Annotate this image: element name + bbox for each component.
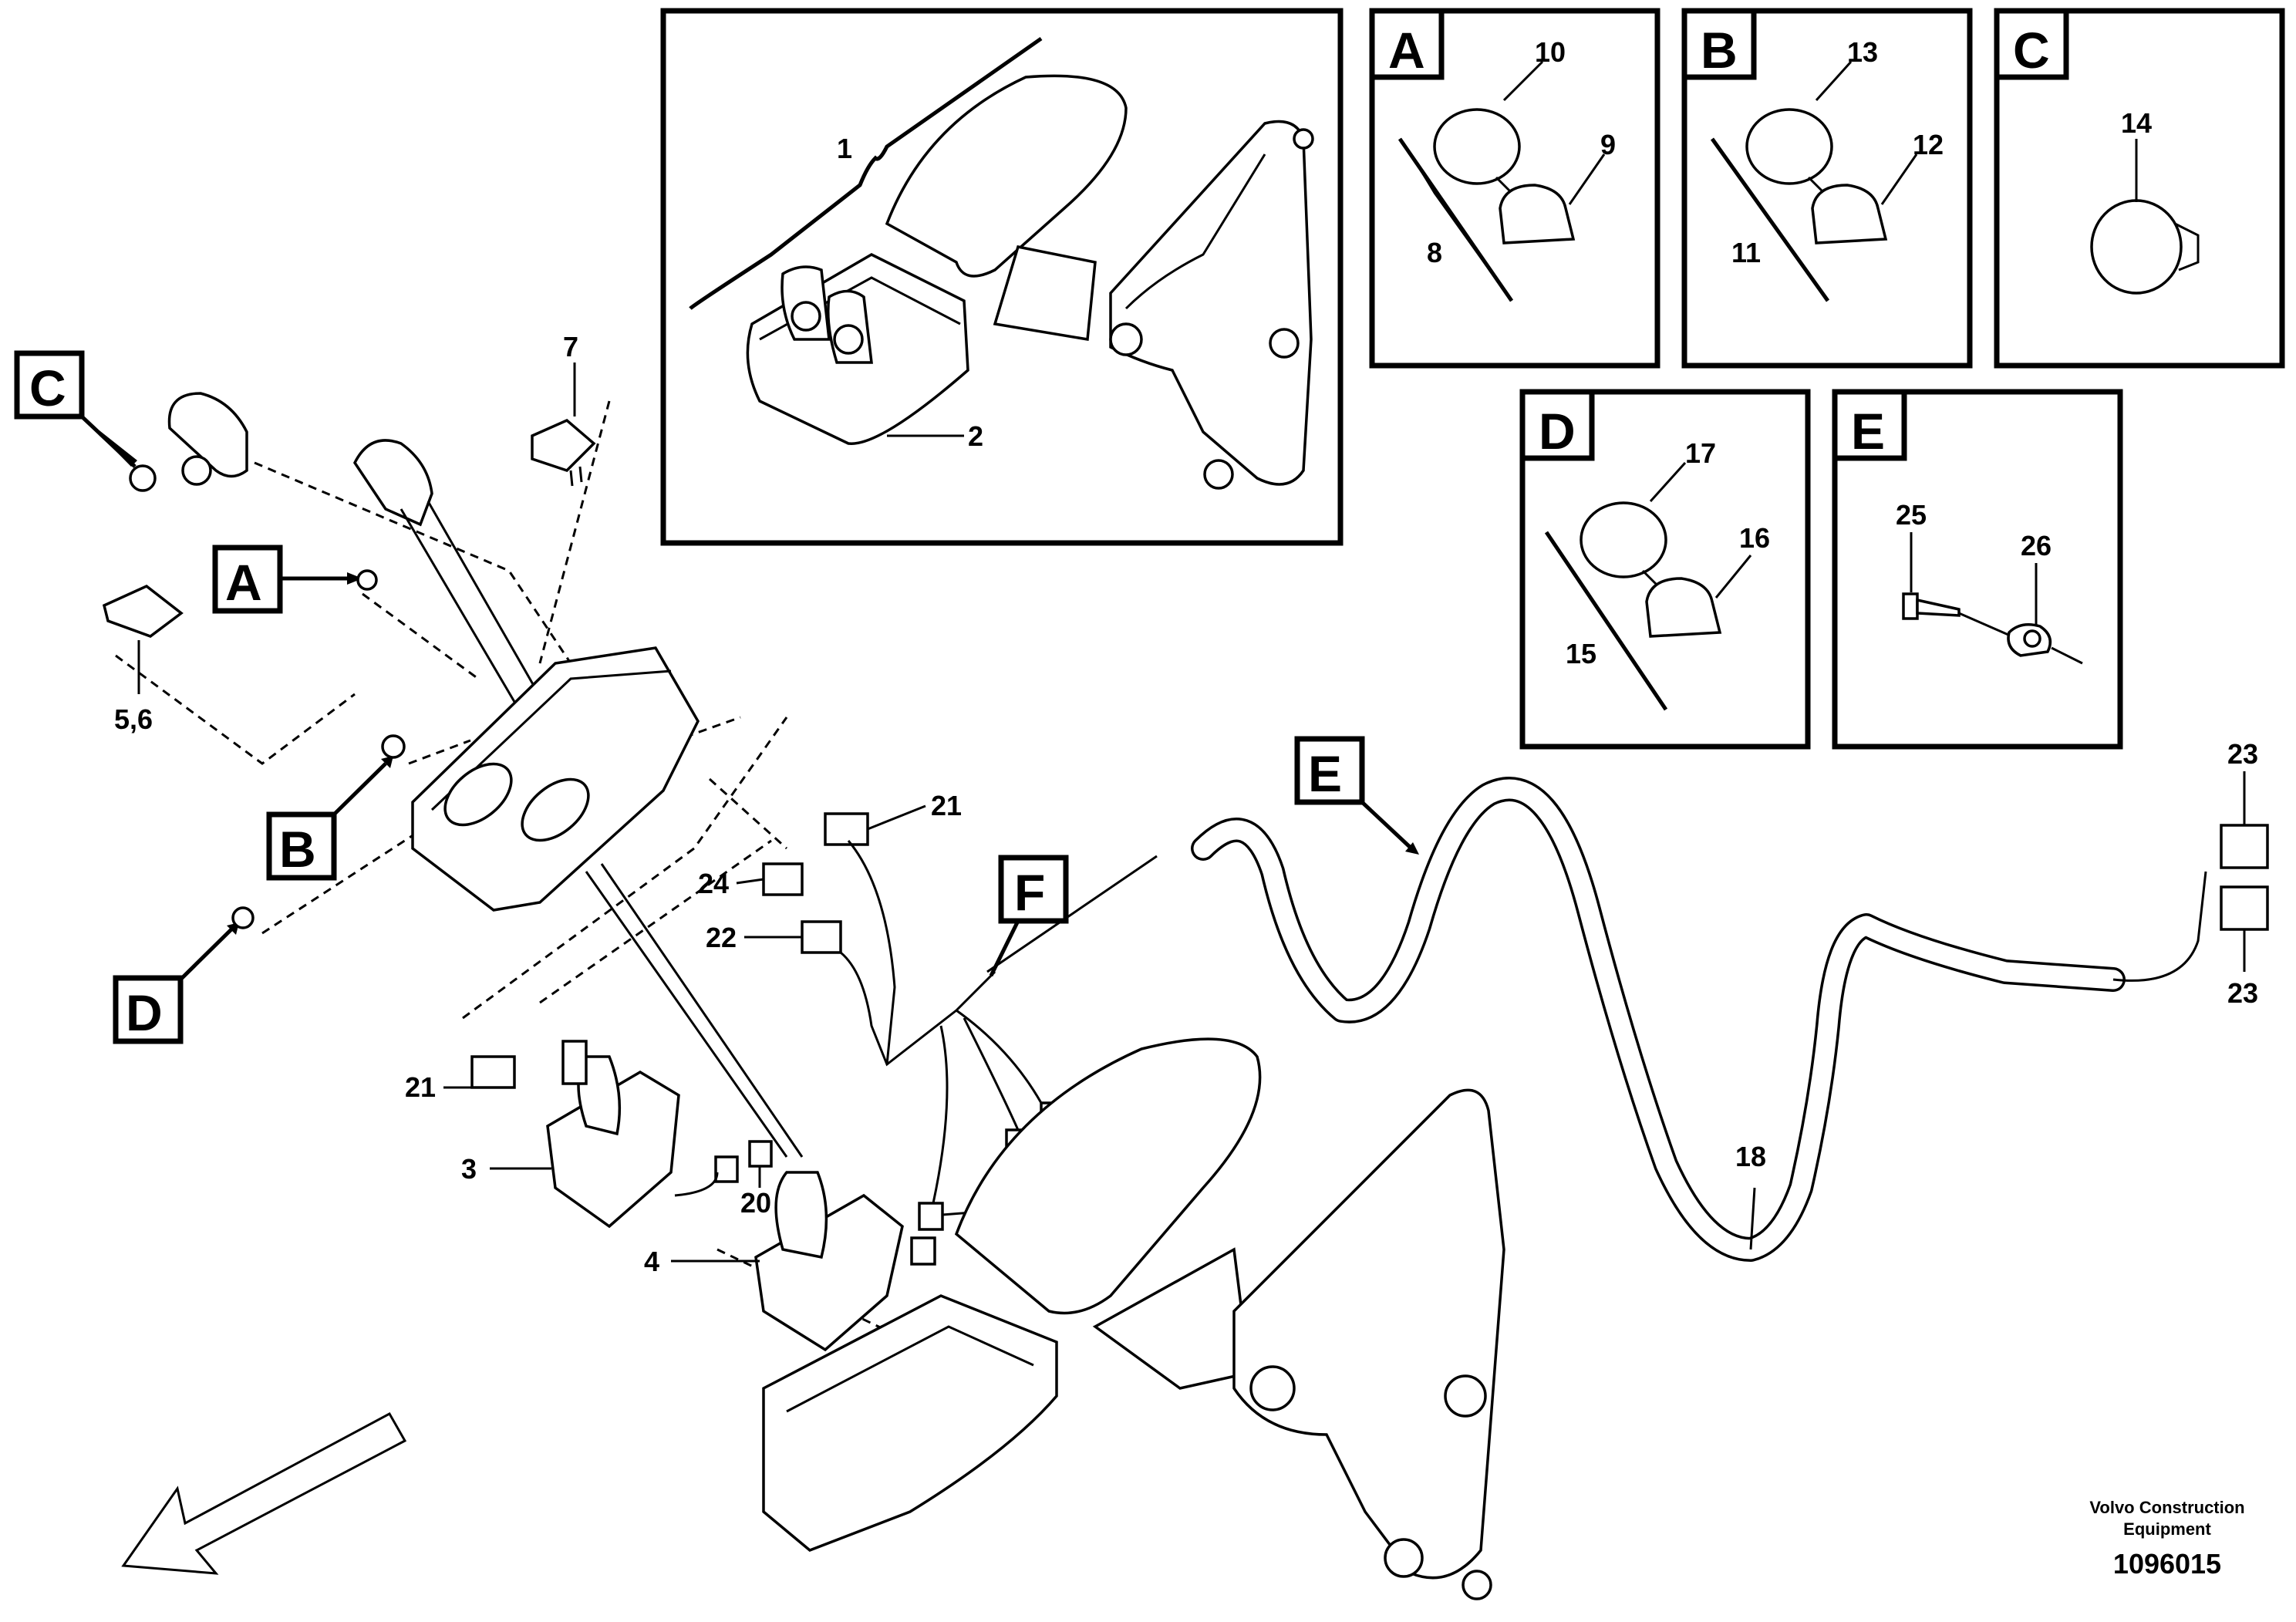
callout-17: 17: [1685, 437, 1716, 469]
joysticks: 3 4: [461, 863, 904, 1352]
callout-26: 26: [2021, 530, 2052, 561]
callout-13: 13: [1847, 36, 1878, 68]
switches: 7 5,6: [102, 331, 596, 735]
knob-and-buttons: [129, 392, 406, 929]
callout-24: 24: [698, 868, 729, 899]
callout-7: 7: [563, 331, 578, 363]
footer-block: Volvo Construction Equipment 1096015: [2089, 1498, 2244, 1580]
connectors-23: 23 23: [2220, 738, 2269, 1009]
seat-console: [762, 1037, 1505, 1600]
main-tag-C: C: [29, 359, 66, 416]
callout-12: 12: [1913, 129, 1944, 160]
callout-20-left: 20: [740, 1187, 771, 1219]
detail-C-box: C 14: [1994, 8, 2285, 369]
detail-D-box: D 17 16 15: [1519, 389, 1811, 750]
detail-C-tag: C: [2013, 22, 2050, 79]
wiring-harness: 21 24 22 21 19 19 20 20: [405, 790, 1158, 1266]
callout-23-bottom: 23: [2227, 977, 2258, 1009]
main-tag-D: D: [126, 984, 163, 1041]
callout-15: 15: [1566, 638, 1596, 669]
control-panel: [352, 439, 700, 912]
callout-16: 16: [1739, 522, 1770, 554]
callout-2: 2: [968, 420, 983, 452]
callout-10: 10: [1535, 36, 1566, 68]
callout-8: 8: [1427, 237, 1442, 268]
callout-18: 18: [1735, 1141, 1766, 1172]
hollow-arrow-icon: [121, 1411, 407, 1575]
inset-seat-assembly: 1 2: [660, 8, 1344, 546]
main-tag-B: B: [279, 821, 316, 878]
detail-A-tag: A: [1388, 22, 1425, 79]
callout-22: 22: [706, 922, 737, 953]
detail-B-box: B 13 12 11: [1681, 8, 1973, 369]
detail-E-tag: E: [1851, 403, 1885, 460]
callout-14: 14: [2121, 107, 2152, 139]
cable-18: 18: [1191, 777, 2207, 1262]
detail-B-tag: B: [1701, 22, 1738, 79]
main-tag-F: F: [1014, 864, 1045, 921]
callout-21-top: 21: [931, 790, 962, 821]
callout-5-6: 5,6: [114, 703, 153, 735]
footer-company-line1: Volvo Construction: [2089, 1498, 2244, 1517]
footer-company-line2: Equipment: [2123, 1519, 2211, 1539]
callout-11: 11: [1731, 237, 1761, 268]
callout-4: 4: [644, 1246, 659, 1277]
main-tag-E: E: [1308, 745, 1342, 802]
detail-E-box: E 25 26: [1832, 389, 2123, 750]
callout-25: 25: [1896, 499, 1927, 531]
detail-A-box: A 10 9 8: [1369, 8, 1660, 369]
main-tags: C A B D E F: [14, 350, 1419, 1044]
main-tag-A: A: [225, 554, 262, 611]
callout-23-top: 23: [2227, 738, 2258, 770]
detail-D-tag: D: [1539, 403, 1576, 460]
callout-9: 9: [1600, 129, 1616, 160]
callout-1: 1: [837, 133, 852, 164]
callout-21-bottom: 21: [405, 1071, 436, 1103]
drawing-number: 1096015: [2113, 1548, 2221, 1580]
callout-3: 3: [461, 1153, 477, 1185]
